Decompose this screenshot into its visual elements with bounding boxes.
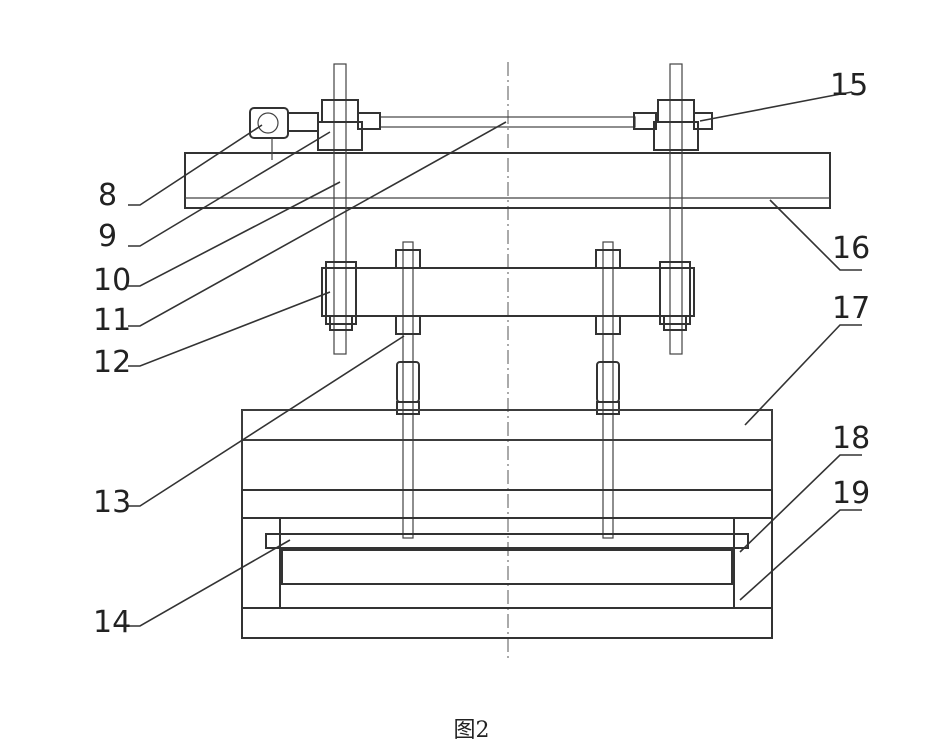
figure-caption: 图2	[453, 718, 490, 743]
part-label-12: 12	[93, 345, 131, 380]
part-label-16: 16	[832, 231, 870, 266]
drive-unit	[249, 107, 319, 160]
inner-chamber	[241, 517, 773, 639]
part-label-10: 10	[93, 263, 131, 298]
part-label-11: 11	[93, 303, 131, 338]
leader-lines	[128, 91, 862, 627]
part-label-14: 14	[93, 605, 131, 640]
left-long-rod	[333, 63, 347, 355]
part-label-8: 8	[98, 178, 117, 213]
part-label-17: 17	[832, 291, 870, 326]
part-label-19: 19	[832, 476, 870, 511]
top-beam	[184, 152, 831, 209]
right-short-rod	[595, 241, 621, 539]
left-short-rod	[395, 241, 421, 539]
left-gearbox	[317, 99, 381, 151]
part-label-15: 15	[830, 68, 868, 103]
lower-box	[241, 409, 773, 639]
right-gearbox	[633, 99, 713, 151]
middle-beam	[321, 261, 695, 331]
part-label-13: 13	[93, 485, 131, 520]
part-label-9: 9	[98, 219, 117, 254]
right-long-rod	[669, 63, 683, 355]
part-label-18: 18	[832, 421, 870, 456]
